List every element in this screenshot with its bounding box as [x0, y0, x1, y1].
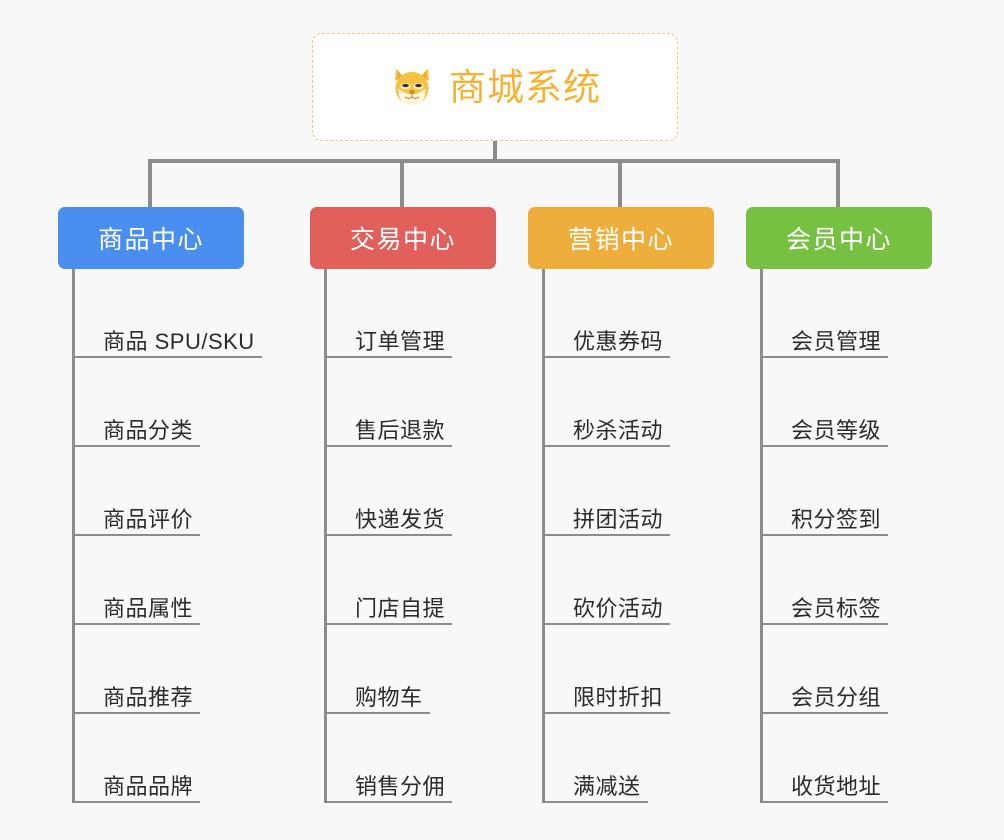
leaf-label: 商品属性	[103, 595, 194, 621]
list-item[interactable]: 快递发货	[324, 447, 496, 536]
list-item[interactable]: 会员标签	[760, 536, 932, 625]
leaf-spine	[542, 269, 545, 803]
branch-header-member-center[interactable]: 会员中心	[746, 207, 932, 269]
leaf-label: 购物车	[355, 684, 423, 710]
leaf-label: 销售分佣	[355, 773, 446, 799]
leaf-label: 会员标签	[791, 595, 882, 621]
leaf-label: 满减送	[573, 773, 641, 799]
leaf-label: 售后退款	[355, 417, 446, 443]
leaf-label: 限时折扣	[573, 684, 664, 710]
list-item[interactable]: 商品属性	[72, 536, 244, 625]
leaf-list-product-center: 商品 SPU/SKU 商品分类 商品评价 商品属性 商品推荐 商品品牌	[72, 269, 262, 803]
list-item[interactable]: 售后退款	[324, 358, 496, 447]
root-node-shopping-mall-system[interactable]: 商城系统	[312, 33, 678, 141]
list-item[interactable]: 秒杀活动	[542, 358, 714, 447]
leaf-label: 会员管理	[791, 328, 882, 354]
leaf-label: 商品 SPU/SKU	[103, 328, 255, 354]
list-item[interactable]: 会员管理	[760, 269, 932, 358]
leaf-label: 砍价活动	[573, 595, 664, 621]
leaf-label: 商品评价	[103, 506, 194, 532]
list-item[interactable]: 限时折扣	[542, 625, 714, 714]
list-item[interactable]: 门店自提	[324, 536, 496, 625]
connector-horizontal-bar	[148, 159, 840, 163]
leaf-list-marketing-center: 优惠券码 秒杀活动 拼团活动 砍价活动 限时折扣 满减送	[542, 269, 714, 803]
list-item[interactable]: 订单管理	[324, 269, 496, 358]
branch-column-member-center: 会员中心 会员管理 会员等级 积分签到 会员标签 会员分组 收货地址	[746, 207, 932, 819]
branch-header-marketing-center[interactable]: 营销中心	[528, 207, 714, 269]
leaf-label: 商品品牌	[103, 773, 194, 799]
list-item[interactable]: 销售分佣	[324, 714, 496, 803]
list-item[interactable]: 商品分类	[72, 358, 244, 447]
leaf-label: 会员等级	[791, 417, 882, 443]
leaf-label: 会员分组	[791, 684, 882, 710]
branch-header-label: 会员中心	[785, 226, 892, 254]
branch-header-label: 商品中心	[97, 226, 204, 254]
branch-header-label: 交易中心	[349, 226, 456, 254]
connector-drop-branch-2	[400, 159, 404, 207]
list-item[interactable]: 商品评价	[72, 447, 244, 536]
leaf-label: 收货地址	[791, 773, 882, 799]
leaf-label: 商品分类	[103, 417, 194, 443]
list-item[interactable]: 积分签到	[760, 447, 932, 536]
list-item[interactable]: 商品推荐	[72, 625, 244, 714]
leaf-list-trade-center: 订单管理 售后退款 快递发货 门店自提 购物车 销售分佣	[324, 269, 496, 803]
leaf-label: 快递发货	[355, 506, 446, 532]
list-item[interactable]: 拼团活动	[542, 447, 714, 536]
leaf-label: 门店自提	[355, 595, 446, 621]
leaf-spine	[760, 269, 763, 803]
connector-drop-branch-3	[618, 159, 622, 207]
list-item[interactable]: 购物车	[324, 625, 496, 714]
shiba-dog-face-icon	[394, 68, 430, 106]
leaf-label: 优惠券码	[573, 328, 664, 354]
list-item[interactable]: 砍价活动	[542, 536, 714, 625]
leaf-list-member-center: 会员管理 会员等级 积分签到 会员标签 会员分组 收货地址	[760, 269, 932, 803]
leaf-label: 秒杀活动	[573, 417, 664, 443]
list-item[interactable]: 会员分组	[760, 625, 932, 714]
list-item[interactable]: 商品品牌	[72, 714, 244, 803]
connector-drop-branch-4	[836, 159, 840, 207]
branch-header-label: 营销中心	[567, 226, 674, 254]
list-item[interactable]: 满减送	[542, 714, 714, 803]
list-item[interactable]: 优惠券码	[542, 269, 714, 358]
leaf-spine	[324, 269, 327, 803]
list-item[interactable]: 商品 SPU/SKU	[72, 269, 262, 358]
leaf-label: 拼团活动	[573, 506, 664, 532]
list-item[interactable]: 收货地址	[760, 714, 932, 803]
branch-header-product-center[interactable]: 商品中心	[58, 207, 244, 269]
leaf-label: 积分签到	[791, 506, 882, 532]
list-item[interactable]: 会员等级	[760, 358, 932, 447]
connector-drop-branch-1	[148, 159, 152, 207]
branch-column-marketing-center: 营销中心 优惠券码 秒杀活动 拼团活动 砍价活动 限时折扣 满减送	[528, 207, 714, 819]
leaf-spine	[72, 269, 75, 803]
branch-column-product-center: 商品中心 商品 SPU/SKU 商品分类 商品评价 商品属性 商品推荐 商品品牌	[58, 207, 262, 819]
leaf-label: 商品推荐	[103, 684, 194, 710]
branch-header-trade-center[interactable]: 交易中心	[310, 207, 496, 269]
root-node-title: 商城系统	[449, 66, 601, 108]
connector-root-stem	[493, 141, 497, 163]
branch-column-trade-center: 交易中心 订单管理 售后退款 快递发货 门店自提 购物车 销售分佣	[310, 207, 496, 819]
leaf-label: 订单管理	[355, 328, 446, 354]
